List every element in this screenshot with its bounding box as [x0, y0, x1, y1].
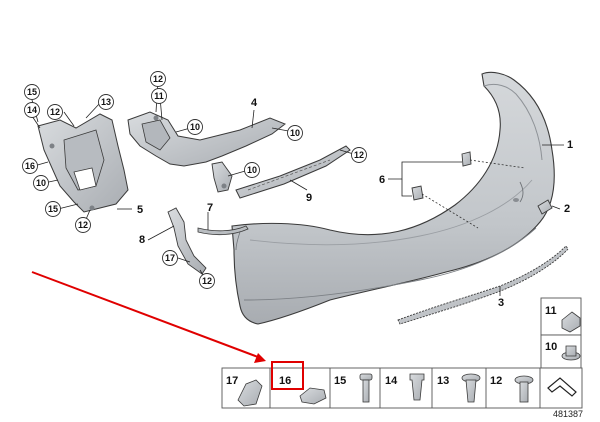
table-label-17: 17 [226, 375, 238, 387]
collar-nut-icon [561, 345, 581, 361]
callout-17: 17 [162, 250, 178, 266]
screw-icon [359, 373, 373, 403]
svg-text:10: 10 [247, 165, 257, 175]
table-cell-14[interactable]: 14 [385, 373, 425, 401]
lower-trim-strip [397, 245, 569, 325]
svg-text:10: 10 [190, 122, 200, 132]
part-number-4: 4 [251, 97, 258, 109]
svg-text:12: 12 [153, 74, 163, 84]
callout-12-top: 12 [150, 71, 166, 87]
callout-12-left: 12 [47, 104, 63, 120]
mounting-clip-icon [547, 377, 577, 397]
leader-lines [31, 79, 564, 296]
part-number-8: 8 [139, 234, 145, 246]
svg-text:14: 14 [27, 105, 37, 115]
plastic-rivet-icon [461, 373, 481, 403]
callout-15-bottom: 15 [45, 201, 61, 217]
flange-screw-icon [514, 375, 534, 403]
part-number-6: 6 [379, 174, 385, 186]
svg-text:11: 11 [154, 91, 164, 101]
svg-text:12: 12 [354, 150, 364, 160]
highlight-arrow [31, 271, 266, 363]
svg-text:10: 10 [290, 128, 300, 138]
callout-10-mid: 10 [244, 162, 260, 178]
side-reflector-strip [197, 225, 249, 236]
tow-hook-cover [537, 199, 553, 215]
diagram-reference-number: 481387 [553, 409, 583, 419]
svg-text:12: 12 [50, 107, 60, 117]
upper-carrier-bracket [127, 111, 287, 193]
table-cell-10[interactable]: 10 [545, 341, 581, 361]
table-label-12: 12 [490, 375, 502, 387]
svg-text:17: 17 [165, 253, 175, 263]
table-cell-13[interactable]: 13 [437, 373, 481, 403]
svg-text:10: 10 [36, 178, 46, 188]
pdc-sensor-brackets [411, 151, 526, 229]
callout-16: 16 [22, 158, 38, 174]
table-label-15: 15 [334, 375, 346, 387]
callout-12-side: 12 [199, 273, 215, 289]
table-cell-11[interactable]: 11 [545, 305, 581, 333]
svg-text:15: 15 [27, 87, 37, 97]
bracket-clip-icon [237, 379, 263, 407]
highlight-box [271, 361, 304, 390]
part-number-5: 5 [137, 204, 143, 216]
callout-12-rail: 12 [351, 147, 367, 163]
svg-text:12: 12 [78, 220, 88, 230]
callout-13: 13 [98, 94, 114, 110]
left-side-bracket [37, 113, 129, 213]
fastener-parts-table: 17 16 15 14 13 [221, 297, 583, 419]
impact-absorber-rail [235, 145, 351, 199]
svg-text:16: 16 [25, 161, 35, 171]
callout-12-bottom: 12 [75, 217, 91, 233]
table-label-11: 11 [545, 305, 557, 317]
main-part-labels: 1 2 3 4 5 6 7 8 9 [137, 97, 573, 309]
callout-11: 11 [151, 88, 167, 104]
svg-text:12: 12 [202, 276, 212, 286]
svg-text:15: 15 [48, 204, 58, 214]
part-number-9: 9 [306, 192, 312, 204]
part-number-3: 3 [498, 297, 504, 309]
callout-14: 14 [24, 102, 40, 118]
callout-10-upper: 10 [287, 125, 303, 141]
table-label-16: 16 [279, 375, 291, 387]
part-number-1: 1 [567, 139, 573, 151]
rear-bumper-panel [231, 71, 555, 325]
part-number-2: 2 [564, 203, 570, 215]
table-cell-15[interactable]: 15 [334, 373, 373, 403]
side-mounting-bracket [167, 207, 207, 275]
table-label-10: 10 [545, 341, 557, 353]
clip-nut-icon [561, 311, 581, 333]
spring-nut-clip-icon [299, 387, 327, 405]
table-cell-12[interactable]: 12 [490, 375, 534, 403]
callout-15-top: 15 [24, 84, 40, 100]
table-cell-17[interactable]: 17 [226, 375, 263, 407]
callout-10-carrier: 10 [187, 119, 203, 135]
part-number-7: 7 [207, 202, 213, 214]
circled-callouts: 15 14 12 13 16 10 15 12 12 11 10 10 10 1… [22, 71, 367, 289]
table-cell-mount[interactable] [547, 377, 577, 397]
table-cell-16[interactable]: 16 [271, 361, 327, 405]
table-label-14: 14 [385, 375, 398, 387]
expanding-rivet-icon [409, 373, 425, 401]
table-label-13: 13 [437, 375, 449, 387]
svg-text:13: 13 [101, 97, 111, 107]
callout-10-left: 10 [33, 175, 49, 191]
